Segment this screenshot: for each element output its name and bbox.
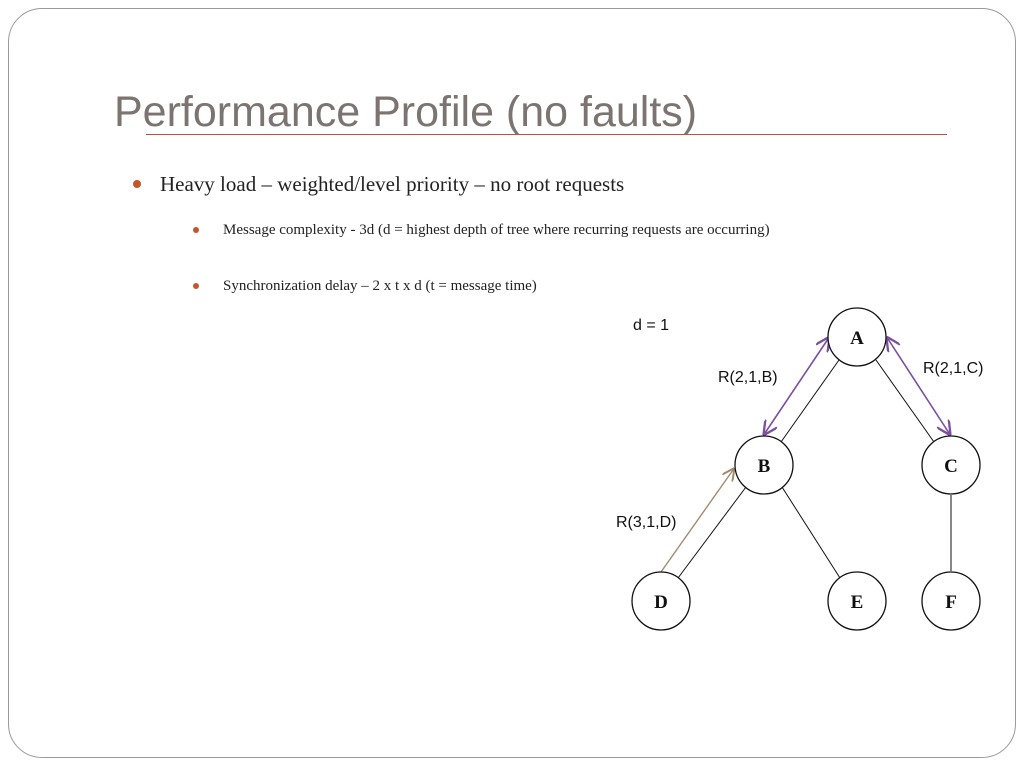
request-arrow-c-a [888, 339, 949, 433]
bullet-dot-1 [133, 180, 141, 188]
node-d-label: D [654, 592, 668, 613]
edge-b-d [677, 486, 747, 579]
bullet-heavy-load: Heavy load – weighted/level priority – n… [160, 172, 625, 196]
node-e-label: E [851, 592, 864, 613]
node-c-label: C [944, 456, 958, 477]
node-f-label: F [945, 592, 957, 613]
node-a: A [827, 307, 887, 367]
node-d: D [631, 571, 691, 631]
slide-title: Performance Profile (no faults) [114, 88, 698, 136]
request-label-b: R(2,1,B) [718, 369, 778, 386]
node-a-label: A [850, 328, 864, 349]
sub-bullet-synchronization-delay: Synchronization delay – 2 x t x d (t = m… [223, 278, 537, 294]
node-b-label: B [758, 456, 771, 477]
title-underline [146, 134, 947, 135]
node-c: C [921, 435, 981, 495]
node-e: E [827, 571, 887, 631]
request-label-c: R(2,1,C) [923, 360, 983, 377]
depth-label: d = 1 [633, 317, 669, 334]
request-arrow-d-b [660, 470, 733, 573]
slide-frame [8, 8, 1016, 758]
sub-bullet-dot-2 [193, 283, 199, 289]
node-f: F [921, 571, 981, 631]
request-arrow-b-a [765, 339, 828, 433]
node-b: B [734, 435, 794, 495]
sub-bullet-message-complexity: Message complexity - 3d (d = highest dep… [223, 222, 770, 238]
edge-a-b [780, 359, 840, 443]
request-label-d: R(3,1,D) [616, 514, 676, 531]
edge-b-e [781, 486, 841, 579]
sub-bullet-dot-1 [193, 227, 199, 233]
